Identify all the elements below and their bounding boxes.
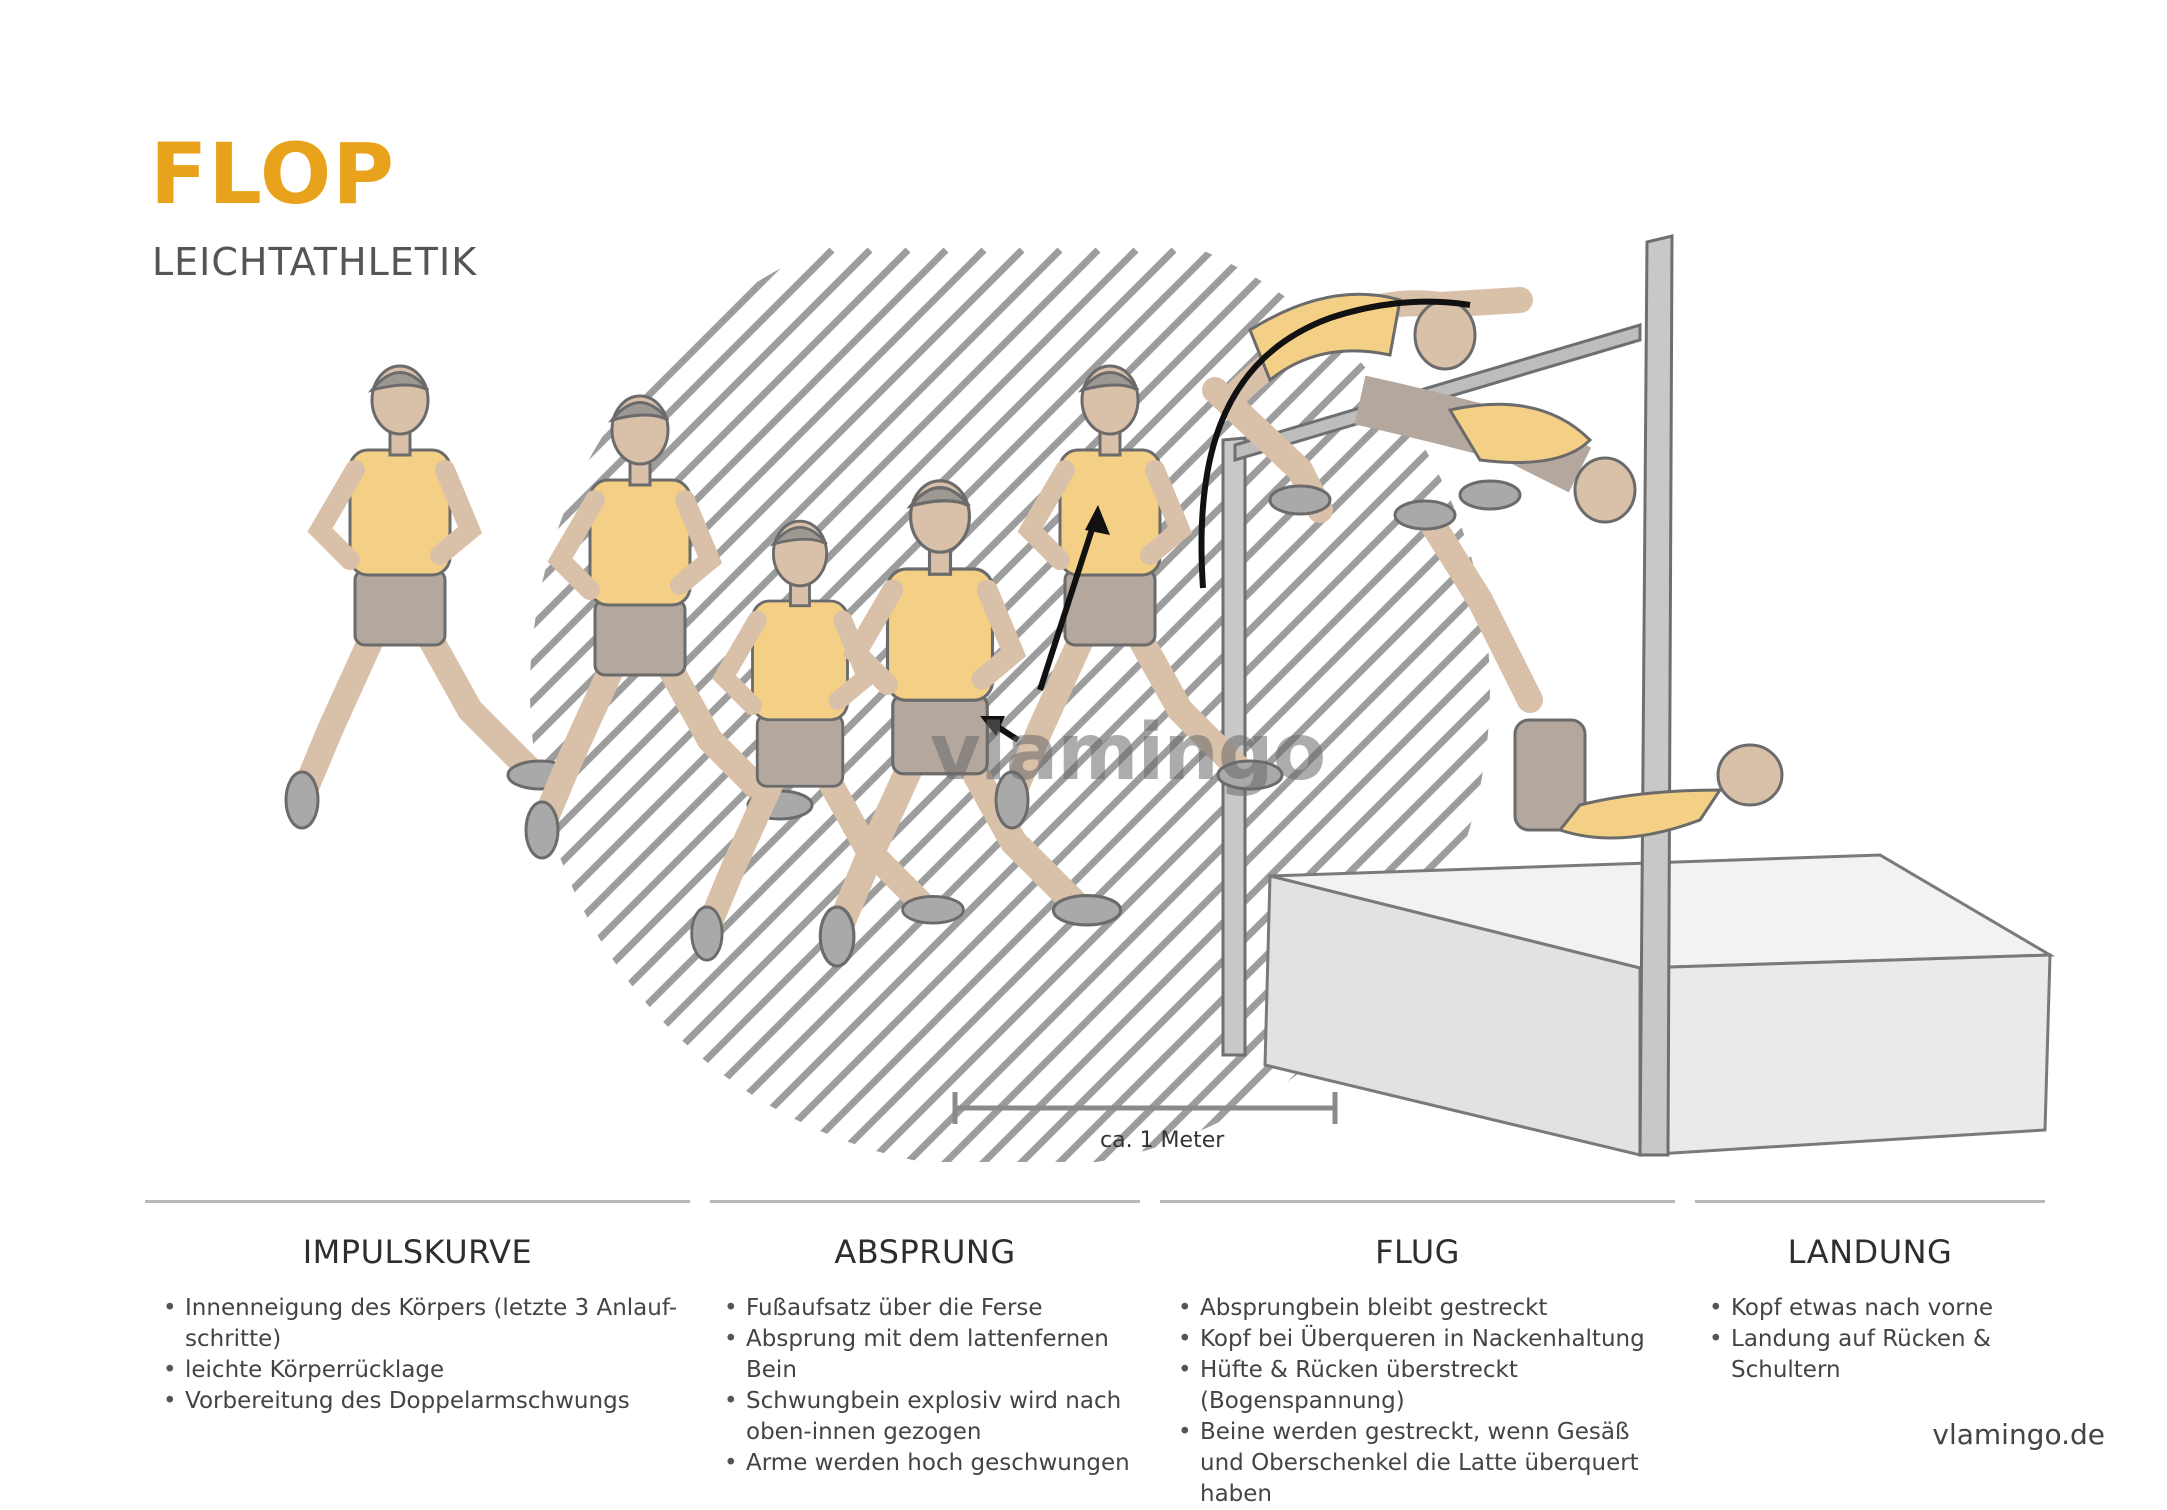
hatch-line xyxy=(530,247,949,1170)
section-impulskurve: IMPULSKURVE Innenneigung des Körpers (le… xyxy=(145,1200,690,1417)
section-absprung: ABSPRUNG Fußaufsatz über die Ferse Abspr… xyxy=(710,1200,1140,1479)
list-item: Absprung mit dem lattenfernen Bein xyxy=(718,1324,1140,1386)
watermark-logo: vlamingo xyxy=(930,708,1326,798)
list-item: leichte Körperrücklage xyxy=(157,1355,690,1386)
section-list: Innenneigung des Körpers (letzte 3 Anlau… xyxy=(145,1293,690,1417)
hatch-line xyxy=(530,247,1025,1170)
section-divider xyxy=(1160,1200,1675,1203)
hatch-line xyxy=(969,247,1490,1170)
hatch-line xyxy=(530,247,1063,1170)
hatch-line xyxy=(530,247,873,1170)
hatch-line xyxy=(530,247,1177,1170)
section-flug: FLUG Absprungbein bleibt gestreckt Kopf … xyxy=(1160,1200,1675,1510)
section-heading: ABSPRUNG xyxy=(834,1233,1016,1271)
list-item: Absprungbein bleibt gestreckt xyxy=(1172,1293,1675,1324)
list-item: Schwungbein explosiv wird nach oben-inne… xyxy=(718,1386,1140,1448)
section-list: Absprungbein bleibt gestreckt Kopf bei Ü… xyxy=(1160,1293,1675,1510)
athlete-figure-jump xyxy=(994,364,1284,830)
list-item: Vorbereitung des Doppelarmschwungs xyxy=(157,1386,690,1417)
hatch-line xyxy=(530,247,987,1170)
athlete-figure-approach-2 xyxy=(524,394,814,860)
hatch-line xyxy=(0,250,338,1200)
list-item: Arme werden hoch geschwungen xyxy=(718,1448,1140,1479)
section-list: Kopf etwas nach vorne Landung auf Rücken… xyxy=(1695,1293,2045,1386)
section-heading: FLUG xyxy=(1375,1233,1460,1271)
page-title: FLOP xyxy=(150,125,395,223)
scale-label: ca. 1 Meter xyxy=(1100,1128,1225,1153)
hatch-line xyxy=(530,247,1139,1170)
athlete-figure-curve-1 xyxy=(690,519,965,962)
list-item: Innenneigung des Körpers (letzte 3 Anlau… xyxy=(157,1293,690,1355)
section-divider xyxy=(710,1200,1140,1203)
list-item: Landung auf Rücken & Schultern xyxy=(1703,1324,2045,1386)
section-divider xyxy=(1695,1200,2045,1203)
hatch-line xyxy=(530,247,1101,1170)
list-item: Kopf bei Überqueren in Nackenhaltung xyxy=(1172,1324,1675,1355)
hatch-line xyxy=(931,247,1490,1170)
hatch-line xyxy=(1007,247,1490,1170)
list-item: Fußaufsatz über die Ferse xyxy=(718,1293,1140,1324)
scale-bar xyxy=(952,1092,1338,1124)
high-jump-illustration xyxy=(0,234,2056,1200)
hatch-line xyxy=(530,247,911,1170)
hatch-line xyxy=(1045,247,1490,1170)
hatch-line xyxy=(530,247,1253,1170)
page-subtitle: LEICHTATHLETIK xyxy=(152,240,478,284)
hatch-line xyxy=(893,247,1490,1170)
hatch-line xyxy=(0,250,414,1200)
athlete-figure-approach-1 xyxy=(284,364,574,830)
list-item: Hüfte & Rücken überstreckt (Bogenspannun… xyxy=(1172,1355,1675,1417)
hatch-line xyxy=(530,247,721,1170)
list-item: Beine werden gestreckt, wenn Gesäß und O… xyxy=(1172,1417,1675,1510)
hatch-line xyxy=(530,247,607,1170)
section-landung: LANDUNG Kopf etwas nach vorne Landung au… xyxy=(1695,1200,2045,1386)
hatch-line xyxy=(530,247,531,1170)
hatch-line xyxy=(0,250,300,1200)
section-heading: IMPULSKURVE xyxy=(302,1233,533,1271)
section-list: Fußaufsatz über die Ferse Absprung mit d… xyxy=(710,1293,1140,1479)
athlete-figure-takeoff xyxy=(818,479,1123,968)
athlete-figure-flight xyxy=(1202,287,1637,524)
hatch-line xyxy=(855,247,1490,1170)
hatch-line xyxy=(1083,247,1490,1170)
hatch-line xyxy=(779,247,1490,1170)
credit-footer: vlamingo.de xyxy=(1932,1418,2105,1451)
list-item: Kopf etwas nach vorne xyxy=(1703,1293,2045,1324)
athlete-figure-landing xyxy=(1393,479,1784,840)
section-divider xyxy=(145,1200,690,1203)
motion-arrows xyxy=(980,298,1471,743)
section-heading: LANDUNG xyxy=(1787,1233,1953,1271)
hatch-line xyxy=(665,247,1490,1170)
hatch-line xyxy=(817,247,1490,1170)
